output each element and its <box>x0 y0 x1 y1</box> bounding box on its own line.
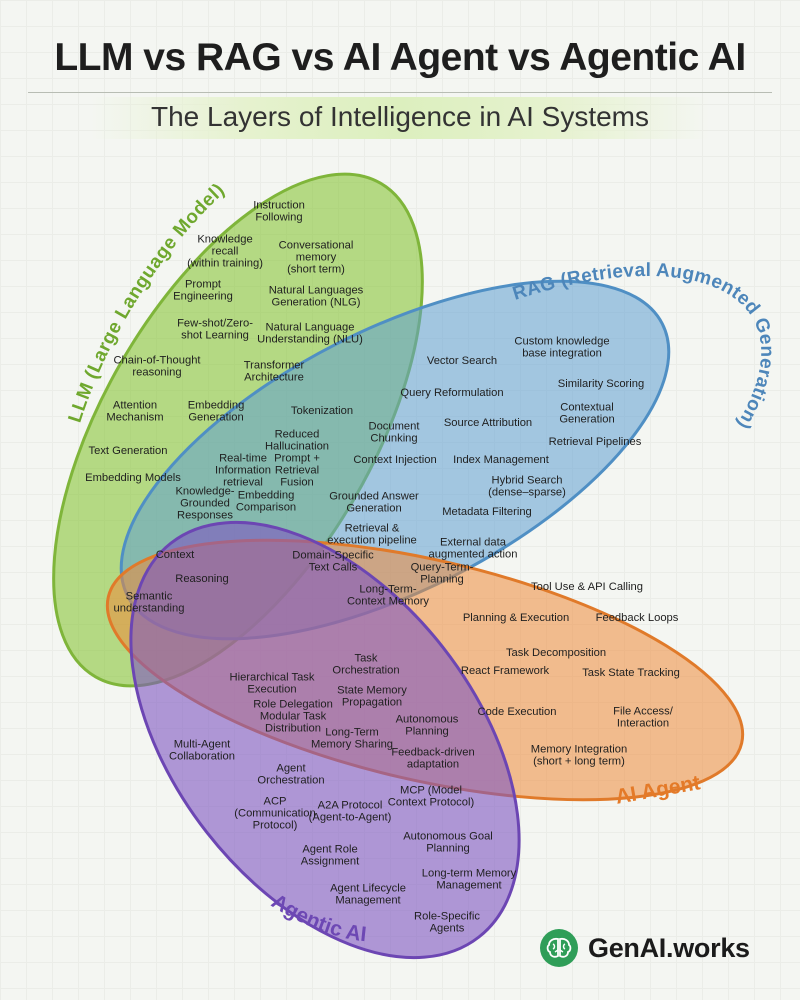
diagram-item: Similarity Scoring <box>557 378 645 391</box>
diagram-item: Retrieval &execution pipeline <box>327 522 417 546</box>
diagram-item: Tokenization <box>290 405 354 418</box>
diagram-item: Long-Term-Context Memory <box>346 583 430 607</box>
diagram-item: Query Reformulation <box>400 387 504 400</box>
diagram-item: Task State Tracking <box>582 667 680 680</box>
diagram-item: Metadata Filtering <box>442 506 532 519</box>
diagram-item: File Access/Interaction <box>613 705 673 729</box>
diagram-item: Planning & Execution <box>462 612 570 625</box>
diagram-item: Query-Term-Planning <box>410 561 474 585</box>
subtitle-highlight <box>90 97 710 139</box>
agentic-ellipse <box>129 520 521 960</box>
page-title: LLM vs RAG vs AI Agent vs Agentic AI <box>54 36 746 79</box>
diagram-item: Embedding Models <box>85 472 181 485</box>
diagram-item: Memory Integration(short + long term) <box>530 743 628 767</box>
diagram-item: Context <box>155 549 195 562</box>
diagram-item: Task Decomposition <box>505 647 607 660</box>
diagram-item: A2A Protocol(Agent-to-Agent) <box>308 799 392 823</box>
diagram-item: Text Generation <box>88 445 168 458</box>
diagram-item: Feedback Loops <box>595 612 679 625</box>
diagram-item: Reasoning <box>175 573 229 586</box>
diagram-item: React Framework <box>460 665 550 678</box>
diagram-item: Retrieval Pipelines <box>548 436 642 449</box>
diagram-item: Tool Use & API Calling <box>531 581 643 594</box>
title-divider <box>28 92 772 93</box>
diagram-item: Code Execution <box>477 706 557 719</box>
diagram-item: Few-shot/Zero-shot Learning <box>177 317 253 341</box>
page-subtitle: The Layers of Intelligence in AI Systems <box>150 101 650 132</box>
brand-name: GenAI.works <box>588 932 750 963</box>
diagram-item: Index Management <box>453 454 549 467</box>
diagram-item: Vector Search <box>426 355 498 368</box>
footer-brand: GenAI.works <box>540 928 750 968</box>
diagram-item: Context Injection <box>353 454 437 467</box>
diagram-item: Source Attribution <box>443 417 533 430</box>
brain-icon <box>540 929 578 967</box>
diagram-item: Hybrid Search(dense–sparse) <box>488 474 566 498</box>
